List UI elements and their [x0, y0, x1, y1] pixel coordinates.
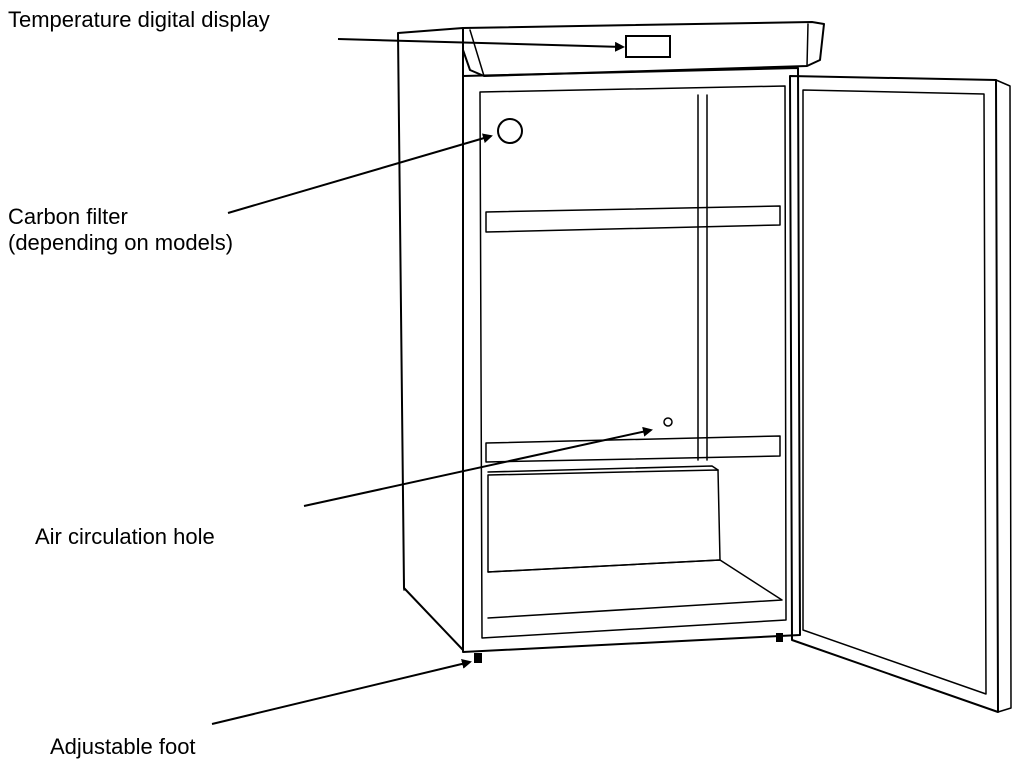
- open-door: [789, 75, 1012, 713]
- carbon-filter-label-line2: (depending on models): [8, 230, 234, 255]
- adjustable-foot-label: Adjustable foot: [50, 734, 196, 760]
- temperature-display-label-text: Temperature digital display: [8, 7, 270, 32]
- top-control-panel: [462, 21, 825, 77]
- carbon-filter-label: Carbon filter (depending on models): [8, 204, 233, 256]
- vegetable-drawer: [487, 465, 721, 573]
- display-leader-arrow: [337, 38, 625, 52]
- cabinet-front-frame: [462, 67, 801, 653]
- air-circulation-hole: [663, 417, 673, 427]
- interior-partition: [697, 94, 708, 461]
- rear-foot: [776, 633, 783, 642]
- carbon-filter: [497, 118, 523, 144]
- adjustable-foot-label-text: Adjustable foot: [50, 734, 196, 759]
- temperature-display-label: Temperature digital display: [8, 7, 270, 33]
- air-circulation-hole-label-text: Air circulation hole: [35, 524, 215, 549]
- air-circulation-hole-label: Air circulation hole: [35, 524, 215, 550]
- lower-shelf: [485, 435, 781, 463]
- air-hole-leader-arrow: [303, 426, 653, 507]
- foot-leader-arrow: [211, 659, 472, 725]
- filter-leader-arrow: [227, 133, 493, 214]
- temperature-display: [625, 35, 671, 58]
- carbon-filter-label-line1: Carbon filter: [8, 204, 128, 229]
- cabinet-floor: [487, 559, 783, 619]
- upper-shelf: [485, 205, 781, 233]
- adjustable-foot: [474, 653, 482, 663]
- cabinet-side-panel: [397, 27, 464, 651]
